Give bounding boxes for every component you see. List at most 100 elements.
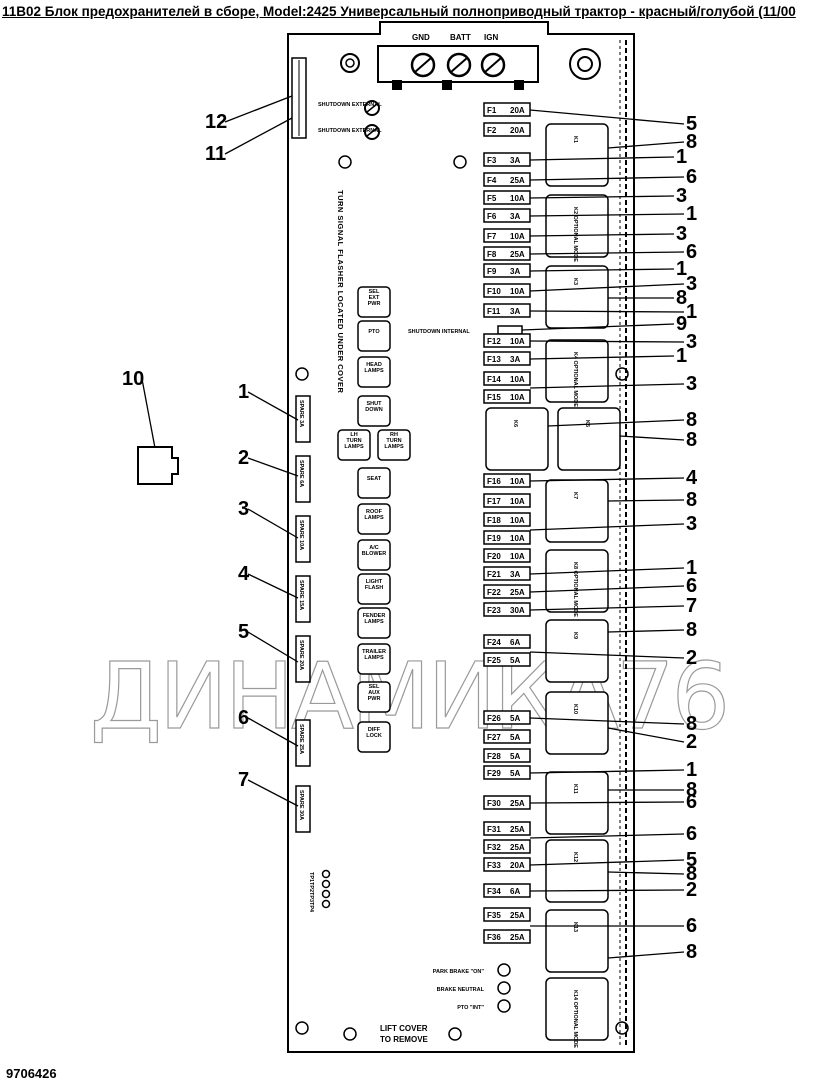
- relay-label: K4 OPTIONAL MODE: [572, 352, 578, 407]
- switch-label: DIFF: [368, 727, 381, 733]
- flasher-note: TURN SIGNAL FLASHER LOCATED UNDER COVER: [336, 190, 345, 393]
- relay-5: K6: [485, 407, 549, 471]
- callout-number: 3: [676, 185, 687, 207]
- fuse-id: F33: [487, 861, 501, 870]
- callout-number: 4: [686, 467, 698, 489]
- leader-line: [247, 391, 299, 421]
- callout-number: 6: [686, 915, 697, 937]
- shutdown-internal-label: SHUTDOWN INTERNAL: [408, 329, 470, 335]
- switch-label: TRAILER: [362, 649, 386, 655]
- leader-line: [529, 801, 685, 804]
- fuse-id: F9: [487, 267, 497, 276]
- fuse-board: [287, 21, 635, 1053]
- led-label: PTO "INT": [457, 1005, 484, 1011]
- leader-line: [247, 508, 299, 539]
- switch-label: LAMPS: [344, 444, 364, 450]
- terminal-block: GND BATT IGN: [340, 33, 601, 90]
- leader-line: [529, 176, 685, 181]
- switch-label: SHUT: [367, 401, 383, 407]
- fuse-rating: 5A: [510, 769, 520, 778]
- callout-number: 8: [686, 131, 697, 153]
- batt-label: BATT: [450, 33, 471, 42]
- leader-line: [529, 889, 685, 892]
- test-point-dot: [321, 869, 331, 879]
- switch-label: FLASH: [365, 585, 383, 591]
- fuse-rating: 5A: [510, 752, 520, 761]
- leader-line: [529, 283, 685, 292]
- fuse-rating: 10A: [510, 516, 525, 525]
- switch-label: A/C: [369, 545, 379, 551]
- callout-number: 2: [686, 879, 697, 901]
- fuse-rating: 10A: [510, 477, 525, 486]
- relay-label: K7: [572, 492, 578, 499]
- relay-6: K5: [557, 407, 621, 471]
- relay-12: K12: [545, 839, 609, 903]
- fuse-id: F2: [487, 126, 497, 135]
- fuse-id: F32: [487, 843, 501, 852]
- switch-label: AUX: [368, 690, 380, 696]
- fuse-id: F7: [487, 232, 497, 241]
- test-point-dot: [321, 879, 331, 889]
- leader-line: [529, 383, 685, 389]
- relay-8: K8 OPTIONAL MODE: [545, 549, 609, 617]
- callout-number: 3: [676, 223, 687, 245]
- relay-label: K6: [512, 420, 518, 427]
- callout-number: 7: [238, 769, 249, 791]
- spare-fuse-5: SPARE 20A: [295, 635, 311, 683]
- fuse-id: F11: [487, 307, 501, 316]
- callout-number: 6: [686, 241, 697, 263]
- spare-fuse-3: SPARE 10A: [295, 515, 311, 563]
- fuse-rating: 25A: [510, 176, 525, 185]
- switch-label: RH: [390, 432, 398, 438]
- spare-fuse-4: SPARE 15A: [295, 575, 311, 623]
- leader-line: [521, 323, 675, 331]
- fuse-id: F23: [487, 606, 501, 615]
- switch-label: LAMPS: [364, 515, 384, 521]
- leader-line: [607, 871, 685, 875]
- relay-label: K1: [572, 136, 578, 143]
- leader-line: [529, 833, 685, 839]
- callout-leaders: [141, 95, 685, 959]
- relay-label: K14 OPTIONAL MODE: [572, 990, 578, 1048]
- callout-number: 8: [686, 779, 697, 801]
- fuse-id: F35: [487, 911, 501, 920]
- fuse-id: F3: [487, 156, 497, 165]
- leader-line: [607, 727, 685, 743]
- test-point-label: TP4: [308, 902, 314, 913]
- fuse-rating: 3A: [510, 307, 520, 316]
- leader-line: [529, 523, 685, 531]
- fuse-id: F5: [487, 194, 497, 203]
- callout-number: 5: [238, 621, 249, 643]
- callout-number: 6: [686, 575, 697, 597]
- callout-number: 2: [238, 447, 249, 469]
- fuse-id: F16: [487, 477, 501, 486]
- callout-number: 1: [238, 381, 249, 403]
- test-point-label: TP3: [308, 892, 314, 902]
- fuse-rating: 3A: [510, 570, 520, 579]
- leader-line: [529, 109, 685, 125]
- spare-fuse-6: SPARE 25A: [295, 719, 311, 767]
- leader-line: [529, 717, 685, 725]
- fuse-id: F28: [487, 752, 501, 761]
- switch-label: BLOWER: [362, 551, 386, 557]
- fuse-rating: 6A: [510, 887, 520, 896]
- switch-label: SEAT: [367, 476, 382, 482]
- fuse-rating: 25A: [510, 911, 525, 920]
